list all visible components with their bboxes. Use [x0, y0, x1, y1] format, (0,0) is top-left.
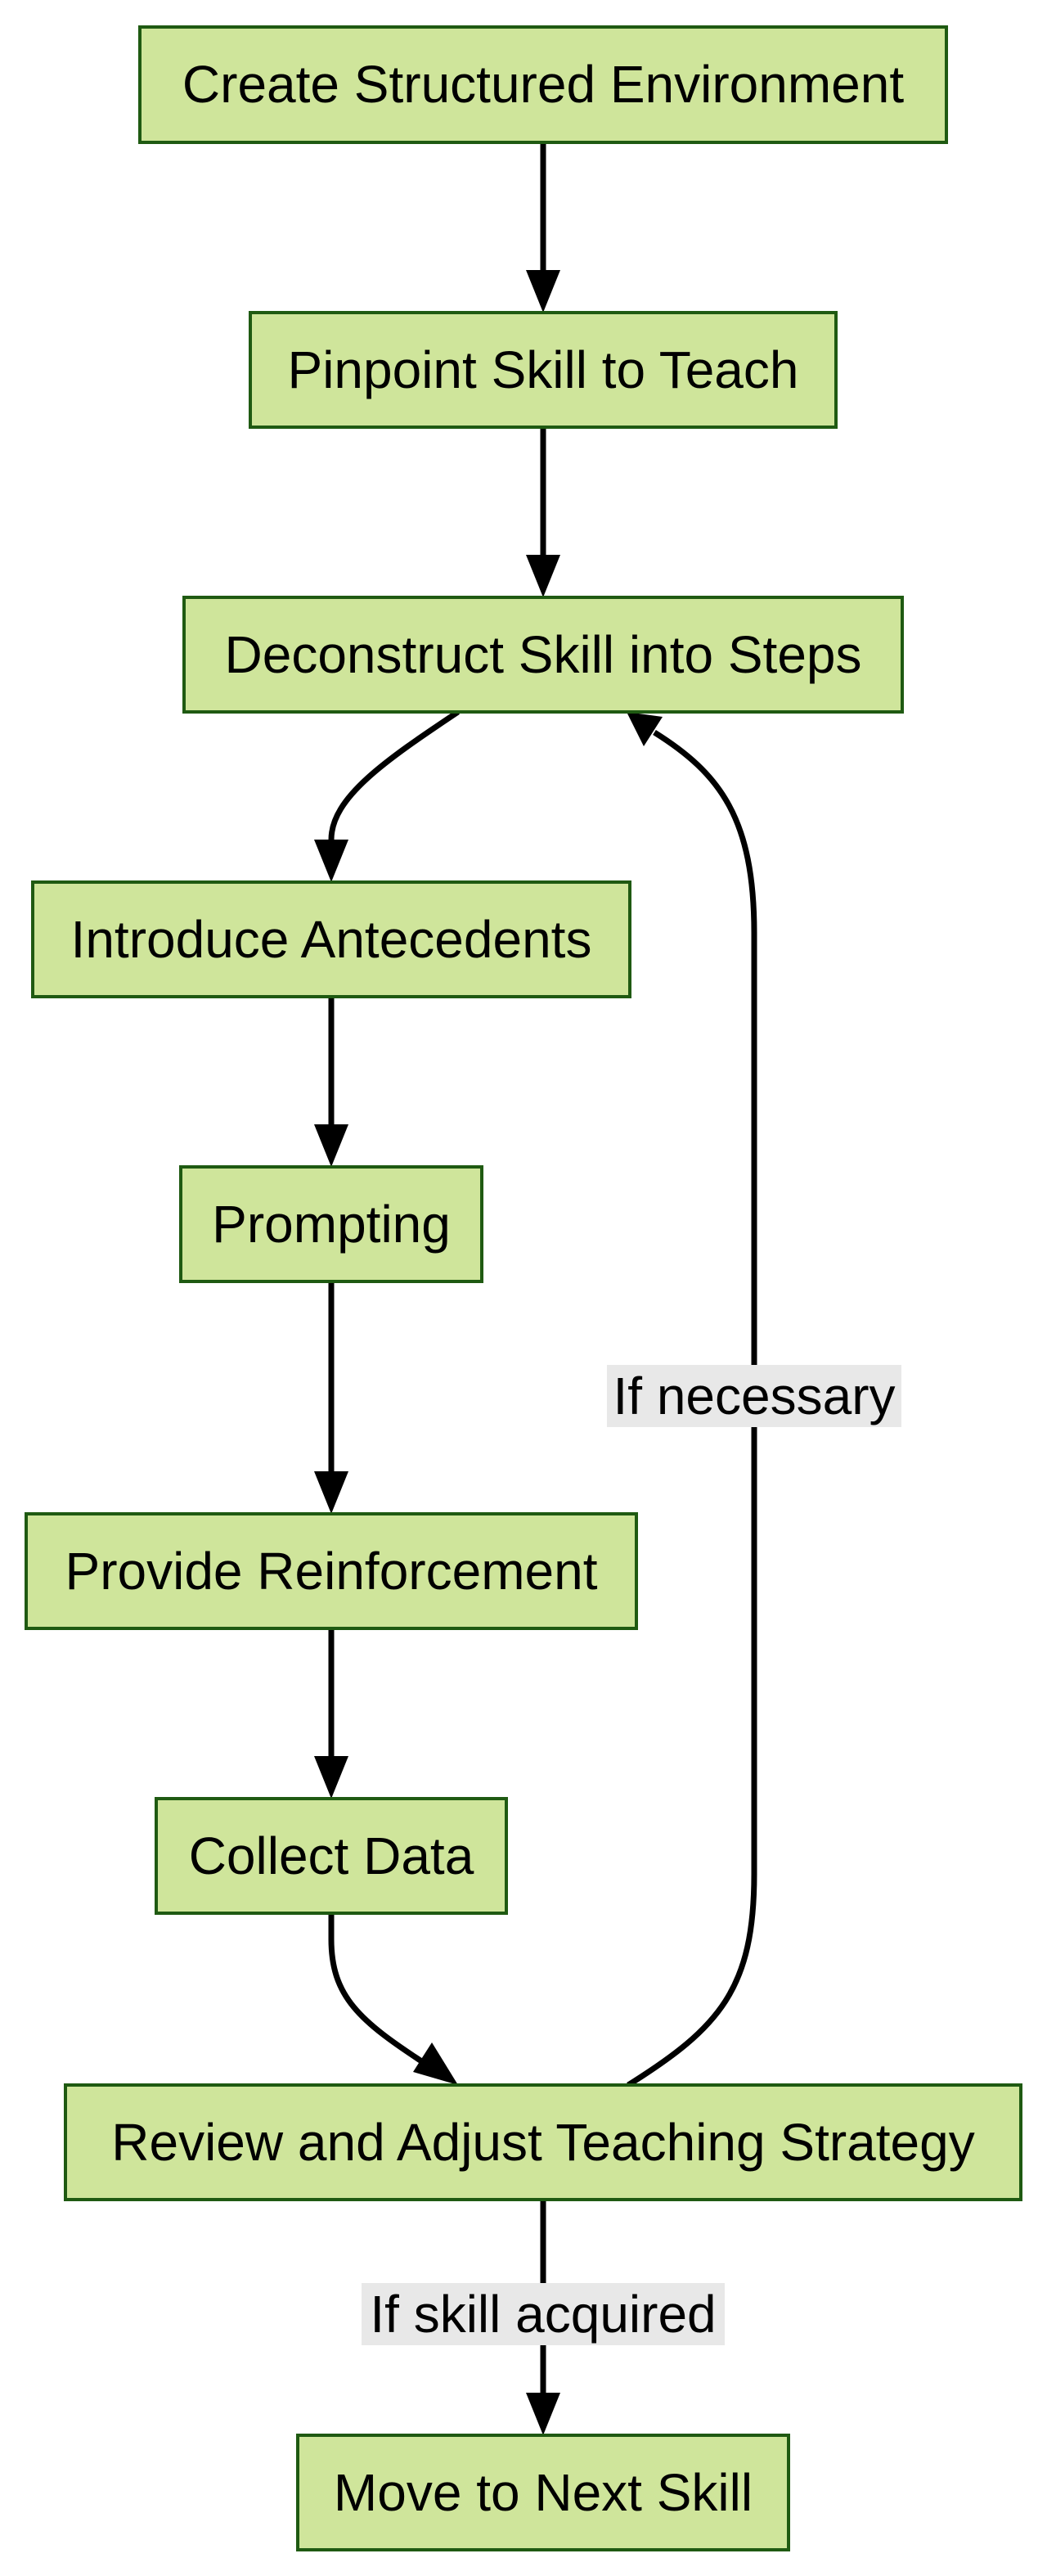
arrowhead-prompting-to-reinforcement	[314, 1471, 348, 1514]
edge-label-text: If skill acquired	[370, 2285, 716, 2344]
node-label: Deconstruct Skill into Steps	[225, 625, 862, 684]
edge-label-background	[607, 1365, 901, 1427]
edge-label-if-necessary: If necessary	[607, 1365, 901, 1427]
node-box	[182, 596, 904, 714]
node-label: Prompting	[212, 1195, 451, 1254]
edge-label-background	[362, 2283, 725, 2345]
node-box	[64, 2083, 1022, 2201]
edge-label-text: If necessary	[613, 1367, 895, 1425]
node-box	[179, 1165, 483, 1283]
arrowhead-reinforcement-to-collect	[314, 1756, 348, 1799]
node-box	[138, 25, 948, 144]
node-box	[296, 2434, 790, 2551]
node-box	[25, 1512, 638, 1630]
node-deconstruct-skill-into-steps: Deconstruct Skill into Steps	[182, 596, 904, 714]
node-pinpoint-skill-to-teach: Pinpoint Skill to Teach	[249, 311, 838, 429]
node-collect-data: Collect Data	[155, 1797, 508, 1915]
edge-review-to-deconstruct	[627, 730, 757, 2087]
node-introduce-antecedents: Introduce Antecedents	[31, 880, 631, 998]
node-provide-reinforcement: Provide Reinforcement	[25, 1512, 638, 1630]
arrowhead-deconstruct-to-antecedents	[314, 840, 348, 882]
node-label: Move to Next Skill	[334, 2463, 753, 2522]
node-label: Introduce Antecedents	[71, 910, 592, 969]
node-box	[155, 1797, 508, 1915]
node-label: Collect Data	[189, 1826, 474, 1885]
node-label: Provide Reinforcement	[65, 1542, 598, 1601]
node-move-to-next-skill: Move to Next Skill	[296, 2434, 790, 2551]
node-label: Create Structured Environment	[182, 55, 904, 114]
arrowhead-review-to-deconstruct	[627, 712, 663, 746]
node-create-structured-environment: Create Structured Environment	[138, 25, 948, 144]
edge-deconstruct-to-antecedents	[328, 709, 460, 840]
node-prompting: Prompting	[179, 1165, 483, 1283]
node-review-and-adjust-teaching-strategy: Review and Adjust Teaching Strategy	[64, 2083, 1022, 2201]
node-label: Review and Adjust Teaching Strategy	[111, 2113, 974, 2172]
arrowhead-collect-to-review	[413, 2042, 458, 2085]
edge-label-if-skill-acquired: If skill acquired	[362, 2283, 725, 2345]
node-label: Pinpoint Skill to Teach	[288, 340, 799, 399]
node-box	[31, 880, 631, 998]
arrowhead-review-to-next	[526, 2393, 560, 2435]
arrowhead-create-to-pinpoint	[526, 270, 560, 313]
edges	[314, 142, 757, 2435]
arrowhead-pinpoint-to-deconstruct	[526, 555, 560, 597]
node-box	[249, 311, 838, 429]
edge-collect-to-review	[328, 1913, 427, 2066]
arrowhead-antecedents-to-prompting	[314, 1124, 348, 1167]
